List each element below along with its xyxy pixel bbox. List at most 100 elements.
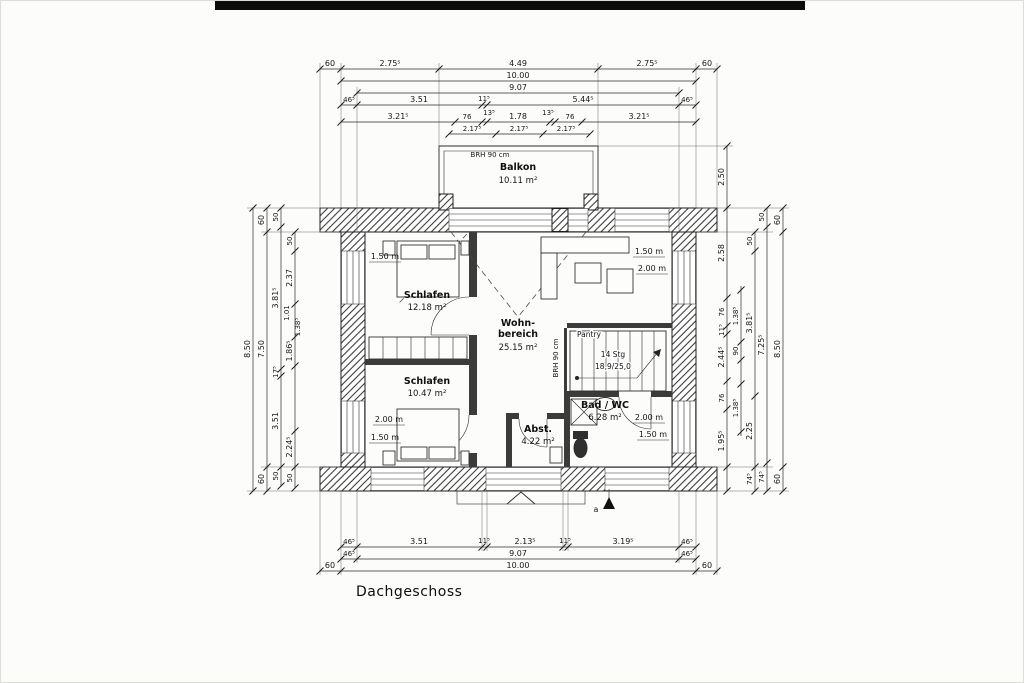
window-size-label: 2.00 m: [375, 415, 403, 424]
room-name-schlafen-2: Schlafen: [404, 376, 450, 387]
dim-label: 3.21⁵: [628, 112, 649, 121]
dim-label: 2.17⁵: [510, 125, 529, 133]
dim-label: 60: [702, 59, 712, 68]
dim-label: 17⁵: [272, 366, 280, 378]
dim-label: 50: [286, 474, 294, 483]
dim-label: 2.25: [745, 422, 754, 440]
dims-right: 2.50 2.58 76 11⁵ 2.44⁵ 76 1.95⁵ 1.38⁵ 90…: [717, 142, 787, 495]
dim-label: 2.24⁵: [285, 436, 294, 457]
dim-label: 2.50: [717, 168, 726, 186]
dim-label: 13⁵: [542, 109, 554, 117]
dim-label: 74⁵: [746, 473, 754, 485]
stair-arrow-head: [653, 349, 661, 357]
room-name-abstellraum: Abst.: [524, 424, 552, 435]
dim-label: 1.95⁵: [717, 430, 726, 451]
dims-left: 8.50 60 7.50 60 50 3.81⁵ 17⁵ 3.51 50 50 …: [243, 204, 302, 495]
dim-label: 60: [773, 474, 782, 484]
furniture-bedroom-2: [382, 408, 470, 466]
dim-label: 2.17⁵: [557, 125, 576, 133]
dims-bottom: 46⁵ 3.51 11⁵ 2.13⁵ 11⁵ 3.19⁵ 46⁵ 46⁵ 9.0…: [316, 537, 721, 575]
dim-label: 3.81⁵: [745, 312, 754, 333]
window-size-label: 1.50 m: [635, 247, 663, 256]
drawing-title: Dachgeschoss: [356, 584, 462, 600]
dim-label: 5.44⁵: [572, 95, 593, 104]
dim-label: 9.07: [509, 83, 527, 92]
dim-label: 11⁵: [478, 95, 490, 103]
dim-label: 50: [272, 213, 280, 222]
room-name-wohnbereich-line2: bereich: [498, 329, 538, 340]
fixtures-bathroom: [570, 397, 616, 458]
dim-label: 1.78: [509, 112, 527, 121]
dim-label: 60: [702, 561, 712, 570]
dim-label: 76: [463, 113, 472, 121]
dim-label: 3.21⁵: [387, 112, 408, 121]
dim-label: 4.49: [509, 59, 527, 68]
dim-label: 60: [325, 561, 335, 570]
dim-label: 50: [746, 237, 754, 246]
room-area-abstellraum: 4.22 m²: [521, 437, 554, 447]
balcony: BRH 90 cm Balkon 10.11 m²: [438, 145, 599, 211]
room-area-schlafen-2: 10.47 m²: [408, 389, 447, 399]
window-size-label: 1.50 m: [371, 433, 399, 442]
dim-label: 76: [566, 113, 575, 121]
dim-label: 10.00: [507, 71, 530, 80]
dim-label: 46⁵: [343, 550, 355, 558]
dim-label: 74⁵: [758, 471, 766, 483]
dim-label: 11⁵: [559, 537, 571, 545]
dim-label: 13⁵: [483, 109, 495, 117]
dim-label: 50: [272, 472, 280, 481]
dim-label: 46⁵: [681, 96, 693, 104]
stair-parapet-label: BRH 90 cm: [552, 338, 560, 377]
dim-label: 10.00: [507, 561, 530, 570]
dim-label: 8.50: [243, 340, 252, 358]
stair-dimension-label: 18,9/25,0: [595, 362, 631, 371]
furniture-bedroom-1: [368, 240, 470, 360]
dim-label: 3.51: [410, 95, 428, 104]
dim-label: 46⁵: [681, 538, 693, 546]
dim-label: 3.19⁵: [612, 537, 633, 546]
fixtures-storage: [549, 446, 563, 464]
furniture-living-room: [540, 236, 634, 300]
extension-lines: [247, 63, 789, 575]
window-size-label: 1.50 m: [371, 252, 399, 261]
dim-label: 46⁵: [681, 550, 693, 558]
room-area-wohnbereich: 25.15 m²: [499, 343, 538, 353]
dim-label: 60: [257, 215, 266, 225]
dim-label: 2.75⁵: [379, 59, 400, 68]
room-name-wohnbereich-line1: Wohn-: [501, 318, 535, 329]
dim-label: 76: [718, 393, 726, 402]
window-size-label: 1.50 m: [639, 430, 667, 439]
dim-label: 1.38⁵: [732, 399, 740, 418]
dim-label: 11⁵: [478, 537, 490, 545]
dim-label: 46⁵: [343, 538, 355, 546]
dim-label: 50: [286, 237, 294, 246]
dim-label: 7.50: [257, 340, 266, 358]
room-area-schlafen-1: 12.18 m²: [408, 303, 447, 313]
dim-label: 3.51: [271, 412, 280, 430]
interior-walls: [365, 232, 672, 467]
entrance-roof: [456, 490, 586, 505]
dim-label: 2.37: [285, 269, 294, 287]
dim-label: 2.17⁵: [463, 125, 482, 133]
balcony-area: 10.11 m²: [499, 176, 538, 186]
dim-label: 1.38⁵: [732, 307, 740, 326]
windows: [341, 208, 696, 491]
stairs: 14 Stg 18,9/25,0 BRH 90 cm: [552, 330, 667, 392]
dim-label: 46⁵: [343, 96, 355, 104]
dim-label: 90: [732, 347, 740, 356]
section-marker: a: [594, 489, 615, 514]
room-area-bad-wc: 6.28 m²: [588, 413, 621, 423]
dim-label: 2.13⁵: [514, 537, 535, 546]
balcony-name: Balkon: [500, 162, 536, 173]
balcony-brh-label: BRH 90 cm: [471, 151, 510, 159]
dim-label: 9.07: [509, 549, 527, 558]
room-name-pantry: Pantry: [577, 330, 602, 339]
room-labels: Schlafen 12.18 m² Wohn- bereich 25.15 m²…: [404, 290, 629, 447]
section-arrow-icon: [603, 497, 615, 509]
dim-label: 50: [758, 213, 766, 222]
dim-label: 8.50: [773, 340, 782, 358]
dim-label: 1.01: [283, 305, 291, 321]
dim-label: 2.58: [717, 244, 726, 262]
scan-edge-bar: [215, 1, 805, 10]
